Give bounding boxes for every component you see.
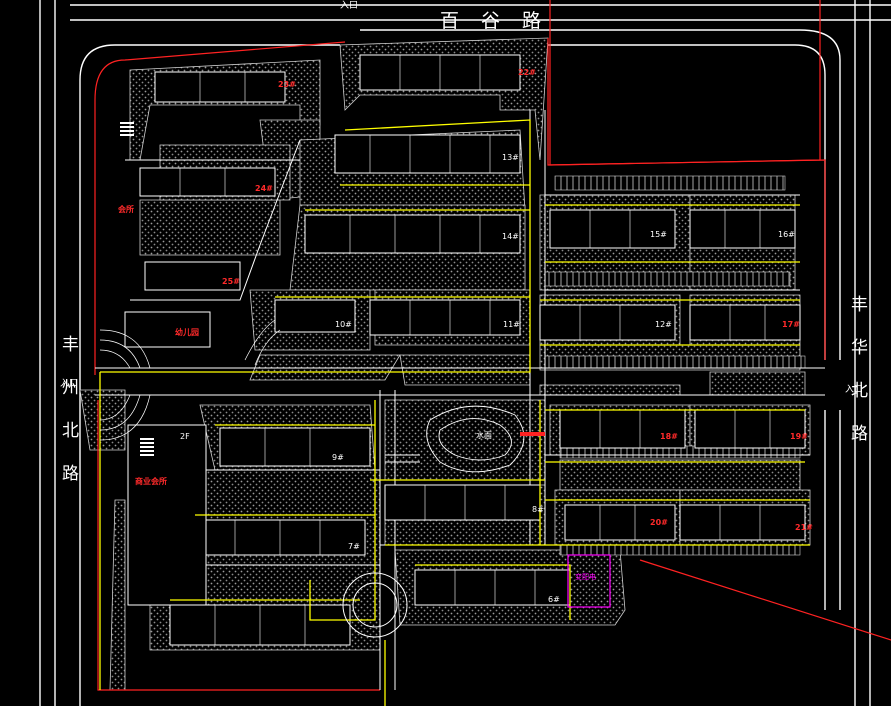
floor-label: 2F: [180, 432, 190, 441]
transformer-label: 变配电: [575, 573, 596, 581]
building-label: 6#: [548, 595, 560, 604]
building-label: 18#: [660, 432, 678, 441]
building-label: 19#: [790, 432, 808, 441]
kindergarten-label: 幼儿园: [175, 328, 199, 337]
red-marker: [520, 432, 545, 436]
building-label: 22#: [518, 68, 536, 77]
building-label: 7#: [348, 542, 360, 551]
pipe-network: [99, 119, 810, 706]
building-label: 8#: [532, 505, 544, 514]
north-entrance: 入口: [340, 1, 359, 11]
water-label: 水面: [476, 431, 492, 440]
building-label: 11#: [503, 320, 520, 329]
building-label: 12#: [655, 320, 672, 329]
road-edges: [39, 0, 891, 706]
building-label: 13#: [502, 153, 519, 162]
building-label: 15#: [650, 230, 667, 239]
stair-marks: [120, 122, 154, 456]
building-divisions: [179, 55, 771, 645]
building-label: 21#: [795, 523, 813, 532]
building-label: 24#: [255, 184, 273, 193]
site-boundary: [94, 0, 891, 691]
transformer-box: [567, 554, 611, 608]
west-road-name: 丰州北路: [58, 335, 78, 507]
north-road-name: 百谷路: [440, 10, 564, 32]
building-label: 17#: [782, 320, 800, 329]
building-label: 9#: [332, 453, 344, 462]
building-label: 25#: [222, 277, 240, 286]
roundabout: [342, 572, 408, 638]
east-road-name: 丰华北路: [847, 295, 867, 467]
commercial-label: 商业会所: [135, 477, 167, 486]
building-outlines: [124, 54, 806, 646]
entrance-arcs: [99, 319, 281, 441]
east-entrance: 入口: [845, 385, 864, 395]
west-entrance: 入口: [60, 379, 79, 389]
building-label: 20#: [650, 518, 668, 527]
building-label: 10#: [335, 320, 352, 329]
building-label: 14#: [502, 232, 519, 241]
club-label: 会所: [118, 205, 134, 214]
water-feature: [385, 405, 525, 473]
building-label: 16#: [778, 230, 795, 239]
building-label: 23#: [278, 80, 296, 89]
